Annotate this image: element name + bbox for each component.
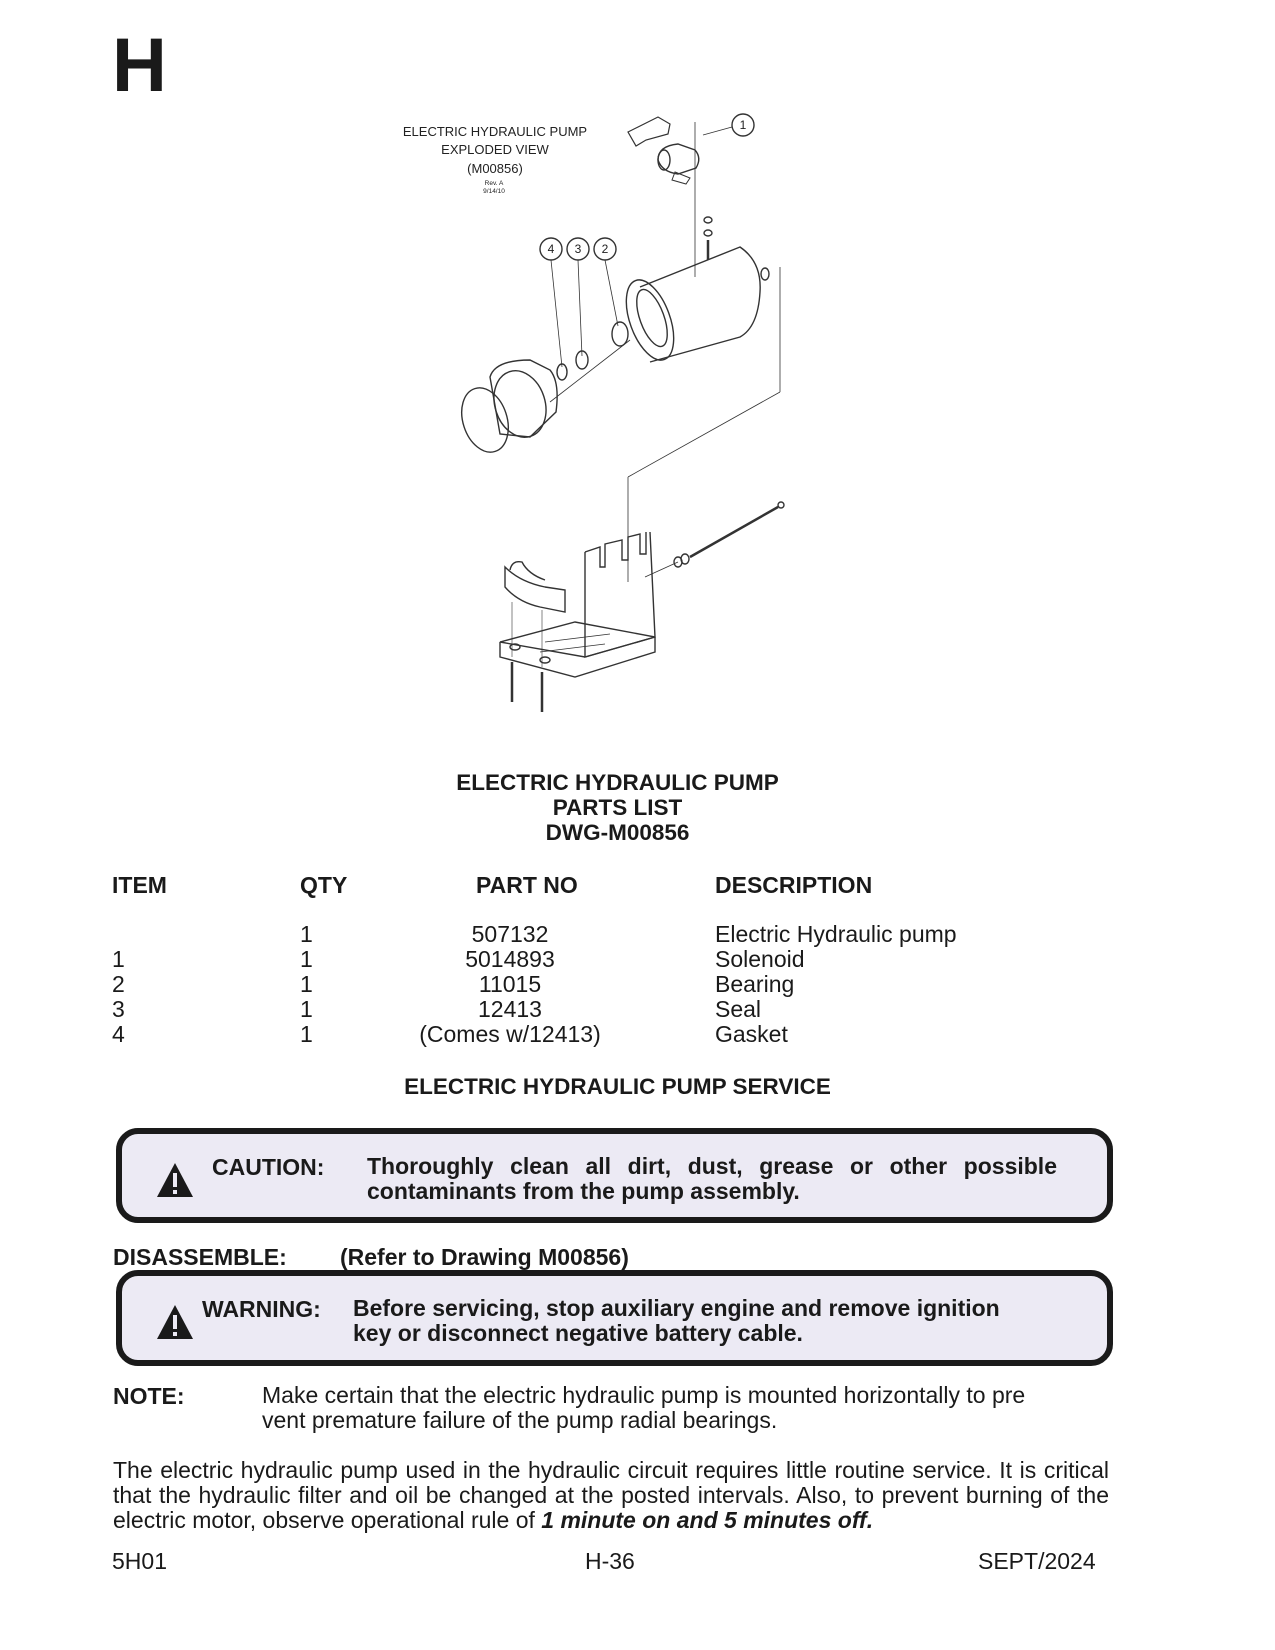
drawing-title-line2: EXPLODED VIEW (441, 142, 549, 157)
paragraph-emphasis: 1 minute on and 5 minutes off. (541, 1507, 874, 1533)
note-text: Make certain that the electric hydraulic… (262, 1383, 1092, 1433)
description-column: Electric Hydraulic pump Solenoid Bearing… (715, 922, 1115, 1047)
parts-list-title: ELECTRIC HYDRAULIC PUMP PARTS LIST DWG-M… (0, 770, 1235, 845)
note-line2: vent premature failure of the pump radia… (262, 1407, 778, 1433)
section-letter: H (112, 23, 167, 108)
parts-title-line2: PARTS LIST (552, 795, 683, 820)
item-cell: 4 (112, 1021, 125, 1047)
item-cell: 2 (112, 971, 125, 997)
parts-title-line3: DWG-M00856 (545, 820, 690, 845)
part-no-cell: 11015 (478, 971, 542, 997)
qty-cell: 1 (300, 996, 313, 1022)
paragraph-text: The electric hydraulic pump used in the … (113, 1457, 1109, 1533)
parts-title-line1: ELECTRIC HYDRAULIC PUMP (456, 770, 779, 795)
footer-date: SEPT/2024 (978, 1548, 1096, 1574)
part-no-column: 507132 5014893 11015 12413 (Comes w/1241… (400, 922, 620, 1047)
qty-cell: 1 (300, 1021, 313, 1047)
header-item: ITEM (112, 872, 167, 898)
header-description: DESCRIPTION (715, 872, 873, 898)
caution-line2: contaminants from the pump assembly. (367, 1178, 800, 1204)
callout-1-label: 1 (740, 118, 747, 132)
item-cell: 1 (112, 946, 125, 972)
part-no-cell: (Comes w/12413) (419, 1021, 601, 1047)
service-paragraph: The electric hydraulic pump used in the … (113, 1458, 1109, 1533)
callout-4-label: 4 (548, 242, 555, 256)
description-cell: Solenoid (715, 946, 805, 972)
warning-line2: key or disconnect negative battery cable… (353, 1320, 803, 1346)
caution-label: CAUTION: (212, 1154, 325, 1180)
service-title: ELECTRIC HYDRAULIC PUMP SERVICE (404, 1074, 831, 1099)
note-label: NOTE: (113, 1383, 185, 1409)
caution-line1: Thoroughly clean all dirt, dust, grease … (367, 1153, 1057, 1179)
disassemble-text: (Refer to Drawing M00856) (340, 1244, 629, 1270)
table-row: 1 2 3 4 (112, 922, 172, 1047)
footer-doc-code: 5H01 (112, 1548, 167, 1574)
description-cell: Electric Hydraulic pump (715, 921, 957, 947)
drawing-rev: Rev. A (485, 180, 504, 187)
part-no-cell: 5014893 (465, 946, 555, 972)
description-cell: Bearing (715, 971, 795, 997)
note-line1: Make certain that the electric hydraulic… (262, 1382, 1026, 1408)
description-cell: Gasket (715, 1021, 788, 1047)
caution-text: Thoroughly clean all dirt, dust, grease … (367, 1154, 1057, 1204)
drawing-title-line1: ELECTRIC HYDRAULIC PUMP (403, 124, 587, 139)
callout-2-label: 2 (602, 242, 609, 256)
part-no-cell: 507132 (471, 921, 549, 947)
disassemble-label: DISASSEMBLE: (113, 1244, 287, 1270)
callout-3-label: 3 (575, 242, 582, 256)
exploded-view-drawing: ELECTRIC HYDRAULIC PUMP EXPLODED VIEW (M… (403, 113, 785, 712)
caution-box: CAUTION: Thoroughly clean all dirt, dust… (116, 1128, 1113, 1223)
warning-label: WARNING: (202, 1296, 321, 1322)
part-no-cell: 12413 (478, 996, 542, 1022)
warning-triangle-icon (157, 1305, 193, 1339)
item-cell: 3 (112, 996, 125, 1022)
header-qty: QTY (300, 872, 348, 898)
warning-triangle-icon (157, 1163, 193, 1197)
warning-line1: Before servicing, stop auxiliary engine … (353, 1295, 1000, 1321)
callout-1 (731, 113, 755, 137)
footer-page-number: H-36 (585, 1548, 635, 1574)
qty-cell: 1 (300, 946, 313, 972)
drawing-rev-date: 9/14/10 (483, 188, 505, 195)
qty-cell: 1 (300, 921, 313, 947)
qty-cell: 1 (300, 971, 313, 997)
item-cell (112, 922, 172, 947)
qty-column: 1 1 1 1 1 (300, 922, 340, 1047)
warning-box: WARNING: Before servicing, stop auxiliar… (116, 1270, 1113, 1366)
description-cell: Seal (715, 996, 762, 1022)
drawing-title-line3: (M00856) (467, 161, 523, 176)
header-part-no: PART NO (476, 872, 578, 898)
warning-text: Before servicing, stop auxiliary engine … (353, 1296, 1073, 1346)
